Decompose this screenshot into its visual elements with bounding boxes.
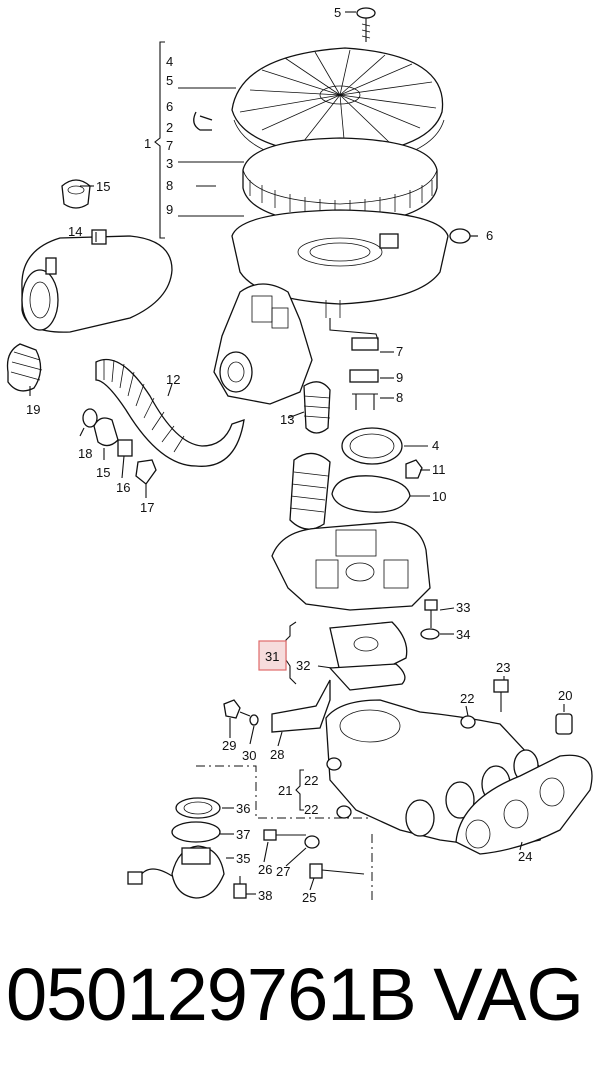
footer: 050129761B VAG <box>0 952 600 1062</box>
callout-27: 27 <box>276 864 290 879</box>
callout-14: 14 <box>68 224 82 239</box>
sensor-part-35 <box>127 845 225 899</box>
manifold-gasket-part-24 <box>455 754 593 855</box>
callout-8-right: 8 <box>396 390 403 405</box>
callout-5-upper: 5 <box>166 73 173 88</box>
bellows-part-13 <box>303 381 331 434</box>
gasket-part-10 <box>331 475 411 513</box>
callout-3-upper: 3 <box>166 156 173 171</box>
bolt-part-33 <box>424 599 438 628</box>
intake-duct <box>21 229 173 333</box>
bolt-part-29 <box>223 699 251 719</box>
bolt-part-38 <box>233 876 247 899</box>
brand-name: VAG <box>433 953 584 1036</box>
callout-26: 26 <box>258 862 272 877</box>
nut-part-11 <box>405 459 423 479</box>
callout-37: 37 <box>236 827 250 842</box>
ring-part-4 <box>341 427 403 465</box>
callout-8-upper: 8 <box>166 178 173 193</box>
callout-15-lower: 15 <box>96 465 110 480</box>
bellows-large <box>289 452 331 530</box>
rubber-boot-part-19 <box>6 343 43 392</box>
callout-22-low: 22 <box>304 802 318 817</box>
air-filter-element <box>242 137 438 227</box>
callout-15-top: 15 <box>96 179 110 194</box>
callout-2: 2 <box>166 120 173 135</box>
callout-5-top: 5 <box>334 5 341 20</box>
callout-25: 25 <box>302 890 316 905</box>
callout-13: 13 <box>280 412 294 427</box>
callout-32: 32 <box>296 658 310 673</box>
washer-part-34 <box>420 628 440 640</box>
throttle-housing <box>213 283 313 405</box>
callout-10: 10 <box>432 489 446 504</box>
callout-18: 18 <box>78 446 92 461</box>
ring-part-36 <box>175 797 221 819</box>
callout-labels: 5 4 5 6 2 1 7 3 8 9 15 14 6 7 12 9 8 19 … <box>26 5 572 905</box>
callout-33: 33 <box>456 600 470 615</box>
callout-6-upper: 6 <box>166 99 173 114</box>
callout-38: 38 <box>258 888 272 903</box>
bracket-part-28 <box>271 679 331 733</box>
callout-35: 35 <box>236 851 250 866</box>
cap-part-20 <box>555 713 573 735</box>
callout-29: 29 <box>222 738 236 753</box>
exploded-parts-diagram: 5 4 5 6 2 1 7 3 8 9 15 14 6 7 12 9 8 19 … <box>6 5 593 905</box>
callout-7-upper: 7 <box>166 138 173 153</box>
screw-part-5 <box>345 7 376 42</box>
bolt-part-23 <box>493 679 509 712</box>
callout-11: 11 <box>432 462 446 477</box>
bolt-part-25 <box>309 863 365 879</box>
callout-21: 21 <box>278 783 292 798</box>
callout-19: 19 <box>26 402 40 417</box>
callout-9-right: 9 <box>396 370 403 385</box>
hose-part-12 <box>95 358 245 467</box>
callout-6-right: 6 <box>486 228 493 243</box>
small-parts-right <box>349 337 379 410</box>
callout-12: 12 <box>166 372 180 387</box>
callout-28: 28 <box>270 747 284 762</box>
gasket-part-32 <box>328 663 406 691</box>
callout-16: 16 <box>116 480 130 495</box>
callout-20: 20 <box>558 688 572 703</box>
callout-24: 24 <box>518 849 532 864</box>
callout-17: 17 <box>140 500 154 515</box>
callout-22-mid: 22 <box>304 773 318 788</box>
injection-unit <box>271 521 431 611</box>
callout-34: 34 <box>456 627 470 642</box>
gasket-part-37 <box>171 821 221 843</box>
callout-4-right: 4 <box>432 438 439 453</box>
callout-7-right: 7 <box>396 344 403 359</box>
callout-1: 1 <box>144 136 151 151</box>
part-number: 050129761B <box>6 953 417 1036</box>
callout-31-highlight <box>258 640 287 671</box>
callout-36: 36 <box>236 801 250 816</box>
callout-30: 30 <box>242 748 256 763</box>
bolt-part-26 <box>263 829 306 841</box>
callout-9-upper: 9 <box>166 202 173 217</box>
grommet-part-15 <box>61 179 91 209</box>
small-parts-left <box>82 408 157 485</box>
callout-23: 23 <box>496 660 510 675</box>
callout-22-right: 22 <box>460 691 474 706</box>
callout-31: 31 <box>265 649 279 664</box>
callout-4-upper: 4 <box>166 54 173 69</box>
